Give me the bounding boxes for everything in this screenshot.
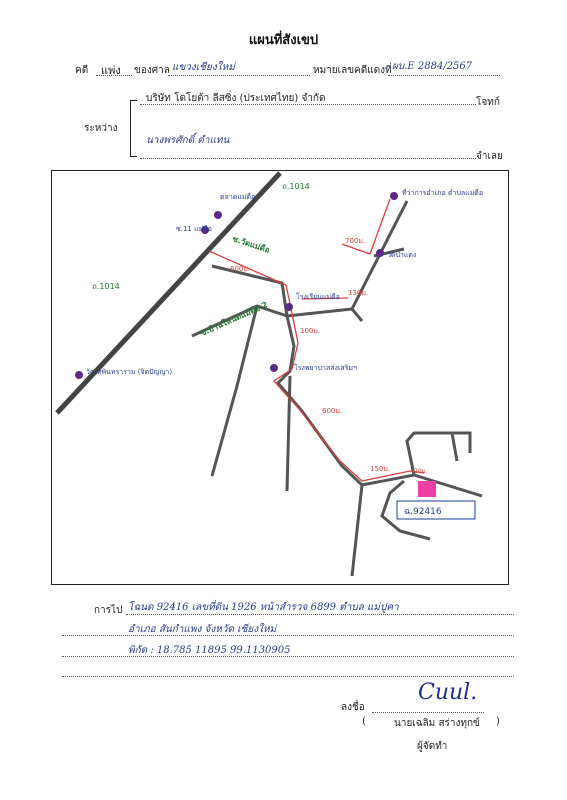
court-label: ของศาล: [134, 65, 170, 76]
plaintiff-name: บริษัท โตโยต้า ลีสซิ่ง (ประเทศไทย) จำกัด: [146, 93, 326, 104]
sign-label: ลงชื่อ: [341, 702, 365, 713]
road-loop-inner: [450, 432, 459, 462]
route-seg-5: [301, 297, 349, 300]
route-line-3: พิกัด : 18.785 11895 99.1130905: [128, 645, 291, 656]
route-line-4-dots: [62, 676, 514, 677]
signer-name: นายเฉลิม สร่างทุกข์: [394, 718, 480, 729]
highway-label-left: ถ.1014: [92, 282, 120, 291]
defendant-role: จำเลย: [476, 151, 503, 162]
kp-label: วัดป่าแดง: [387, 251, 416, 259]
road-loop: [405, 431, 472, 476]
signature: Cuul.: [418, 680, 478, 705]
plaintiff-line: [140, 104, 476, 105]
route-line: [208, 198, 425, 482]
temple-marker: [75, 371, 83, 379]
route-seg-4: [341, 198, 391, 255]
clinic-marker: [270, 364, 278, 372]
market-marker: [214, 211, 222, 219]
red-number-label: หมายเลขคดีแดงที่: [313, 65, 392, 76]
temple-label: วัดเทพินทราราม (จิตปัญญา): [86, 368, 172, 376]
rong-label: โรงเรียนแม่ดือ: [296, 292, 340, 301]
sign-line: [372, 712, 484, 713]
defendant-line: [140, 158, 476, 159]
route-seg-2: [273, 312, 363, 482]
signer-role: ผู้จัดทำ: [417, 741, 448, 752]
plaintiff-role: โจทก์: [476, 97, 500, 108]
plot-marker: [418, 481, 436, 497]
route-line-1-dots: [126, 614, 514, 615]
distance-4: 100ม.: [300, 327, 320, 335]
road-stub-right: [350, 308, 364, 322]
route-line-2: อำเภอ สันกำแพง จังหวัด เชียงใหม่: [128, 624, 277, 635]
red-number-line: [388, 75, 500, 76]
rong-marker: [285, 303, 293, 311]
road-hook: [380, 479, 431, 541]
distance-1: 600ม.: [230, 265, 250, 273]
distance-5: 600ม.: [322, 407, 342, 415]
highway-label-top: ถ.1014: [282, 182, 310, 191]
between-label: ระหว่าง: [84, 123, 118, 134]
plot-label: ฉ.92416: [404, 507, 442, 517]
red-number-value: ผบ.E 2884/2567: [392, 61, 473, 72]
case-label: คดี: [75, 65, 89, 76]
route-seg-1: [208, 250, 293, 314]
plot-label-box: [396, 500, 476, 520]
road-main-down: [275, 315, 364, 487]
clinic-label: โรงพยาบาลส่งเสริมฯ: [294, 363, 357, 372]
sao-marker: [390, 192, 398, 200]
soi-wat-label: ซ.วัดแม่ดือ: [231, 233, 271, 254]
route-line-1: โฉนด 92416 เลขที่ดิน 1926 หน้าสำรวจ 6899…: [128, 602, 399, 613]
distance-7: 20ม.: [414, 468, 428, 475]
kp-marker: [376, 249, 384, 257]
road-lower-left: [350, 484, 364, 577]
parties-bracket: [130, 100, 137, 157]
sao-label: ที่ว่าการอำเภอ ตำบลแม่ดือ: [402, 188, 483, 197]
court-value: แขวงเชียงใหม่: [172, 62, 235, 73]
route-line-2-dots: [62, 635, 514, 636]
case-type-line: [96, 75, 132, 76]
paren-close: ): [496, 716, 500, 727]
route-seg-3: [361, 470, 425, 482]
route-line-3-dots: [62, 656, 514, 657]
distance-2: 700ม.: [345, 237, 365, 245]
route-label: การไป: [94, 605, 123, 616]
case-type: แพ่ง: [101, 64, 121, 77]
road-network: [191, 200, 483, 577]
seven-label: ซ.11 แม่ดือ: [176, 225, 212, 233]
court-line: [168, 75, 310, 76]
road-left-down: [210, 305, 259, 477]
highway-road: [55, 171, 282, 415]
road-middle-down: [285, 375, 292, 492]
map-frame: ฉ.92416 ตลาดแม่ดือ ซ.11 แม่ดือ ที่ว่าการ…: [51, 170, 509, 585]
page-title: แผนที่สังเขป: [248, 33, 319, 48]
map-svg: ฉ.92416 ตลาดแม่ดือ ซ.11 แม่ดือ ที่ว่าการ…: [55, 171, 483, 577]
market-label: ตลาดแม่ดือ: [220, 193, 255, 201]
seven-marker: [201, 226, 209, 234]
defendant-name: นางพรศักดิ์ ดำแทน: [146, 135, 230, 146]
distance-3: 130ม.: [348, 289, 368, 297]
paren-open: (: [362, 716, 366, 727]
distance-6: 150ม.: [370, 465, 390, 473]
soi-ban-label: ซ.บ้านโหนดแม่ดือ 2: [199, 299, 269, 338]
